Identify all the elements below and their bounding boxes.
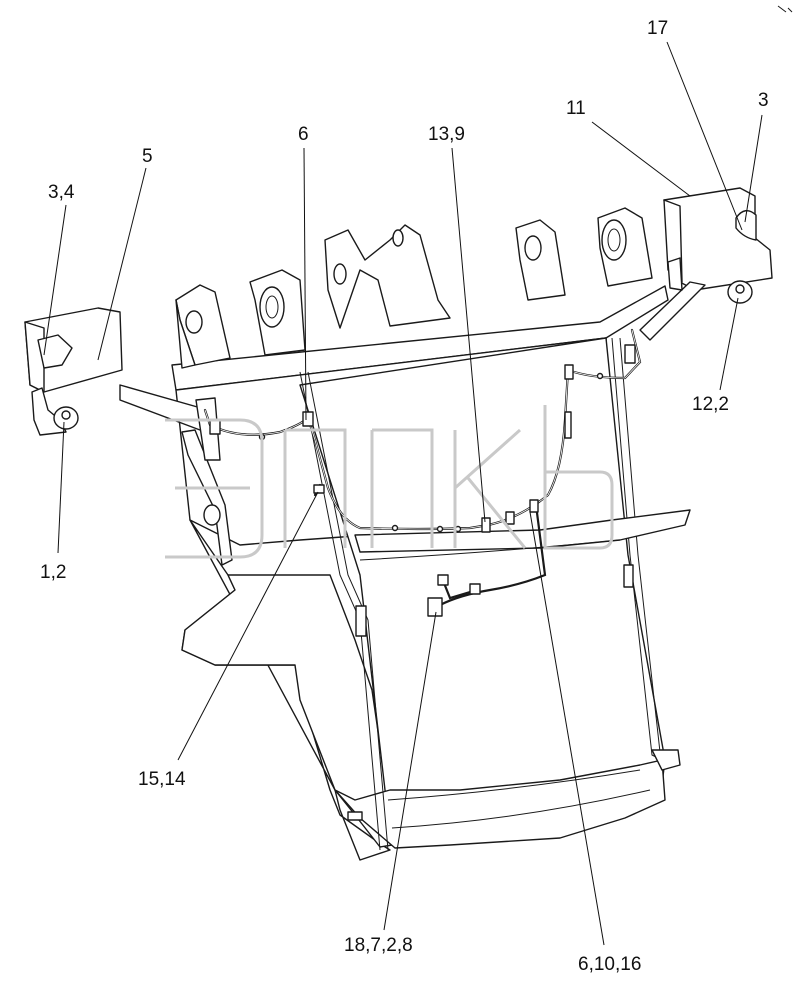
callout-label: 13,9 <box>428 124 465 145</box>
right-lamp-assembly <box>639 187 773 341</box>
callout-label: 1,2 <box>40 562 66 583</box>
callout-label: 17 <box>647 18 668 39</box>
callout-label: 18,7,2,8 <box>344 935 413 956</box>
callout-label: 11 <box>566 98 586 119</box>
corner-mark <box>777 5 793 13</box>
callout-label: 3,4 <box>48 182 75 203</box>
left-lamp-assembly <box>24 307 221 461</box>
leader-lines <box>43 41 763 946</box>
callout-label: 3 <box>758 90 769 111</box>
callout-label: 12,2 <box>692 394 729 415</box>
callout-label: 6 <box>298 124 309 145</box>
frame-body <box>171 285 691 861</box>
lugs <box>175 207 653 369</box>
callout-label: 6,10,16 <box>578 954 641 975</box>
callout-label: 15,14 <box>138 769 186 790</box>
watermark-logo <box>165 405 614 559</box>
callout-label: 5 <box>142 146 153 167</box>
callouts: 17 3 11 13,9 6 5 3,4 12,2 1,2 15,14 18,7… <box>40 18 769 975</box>
